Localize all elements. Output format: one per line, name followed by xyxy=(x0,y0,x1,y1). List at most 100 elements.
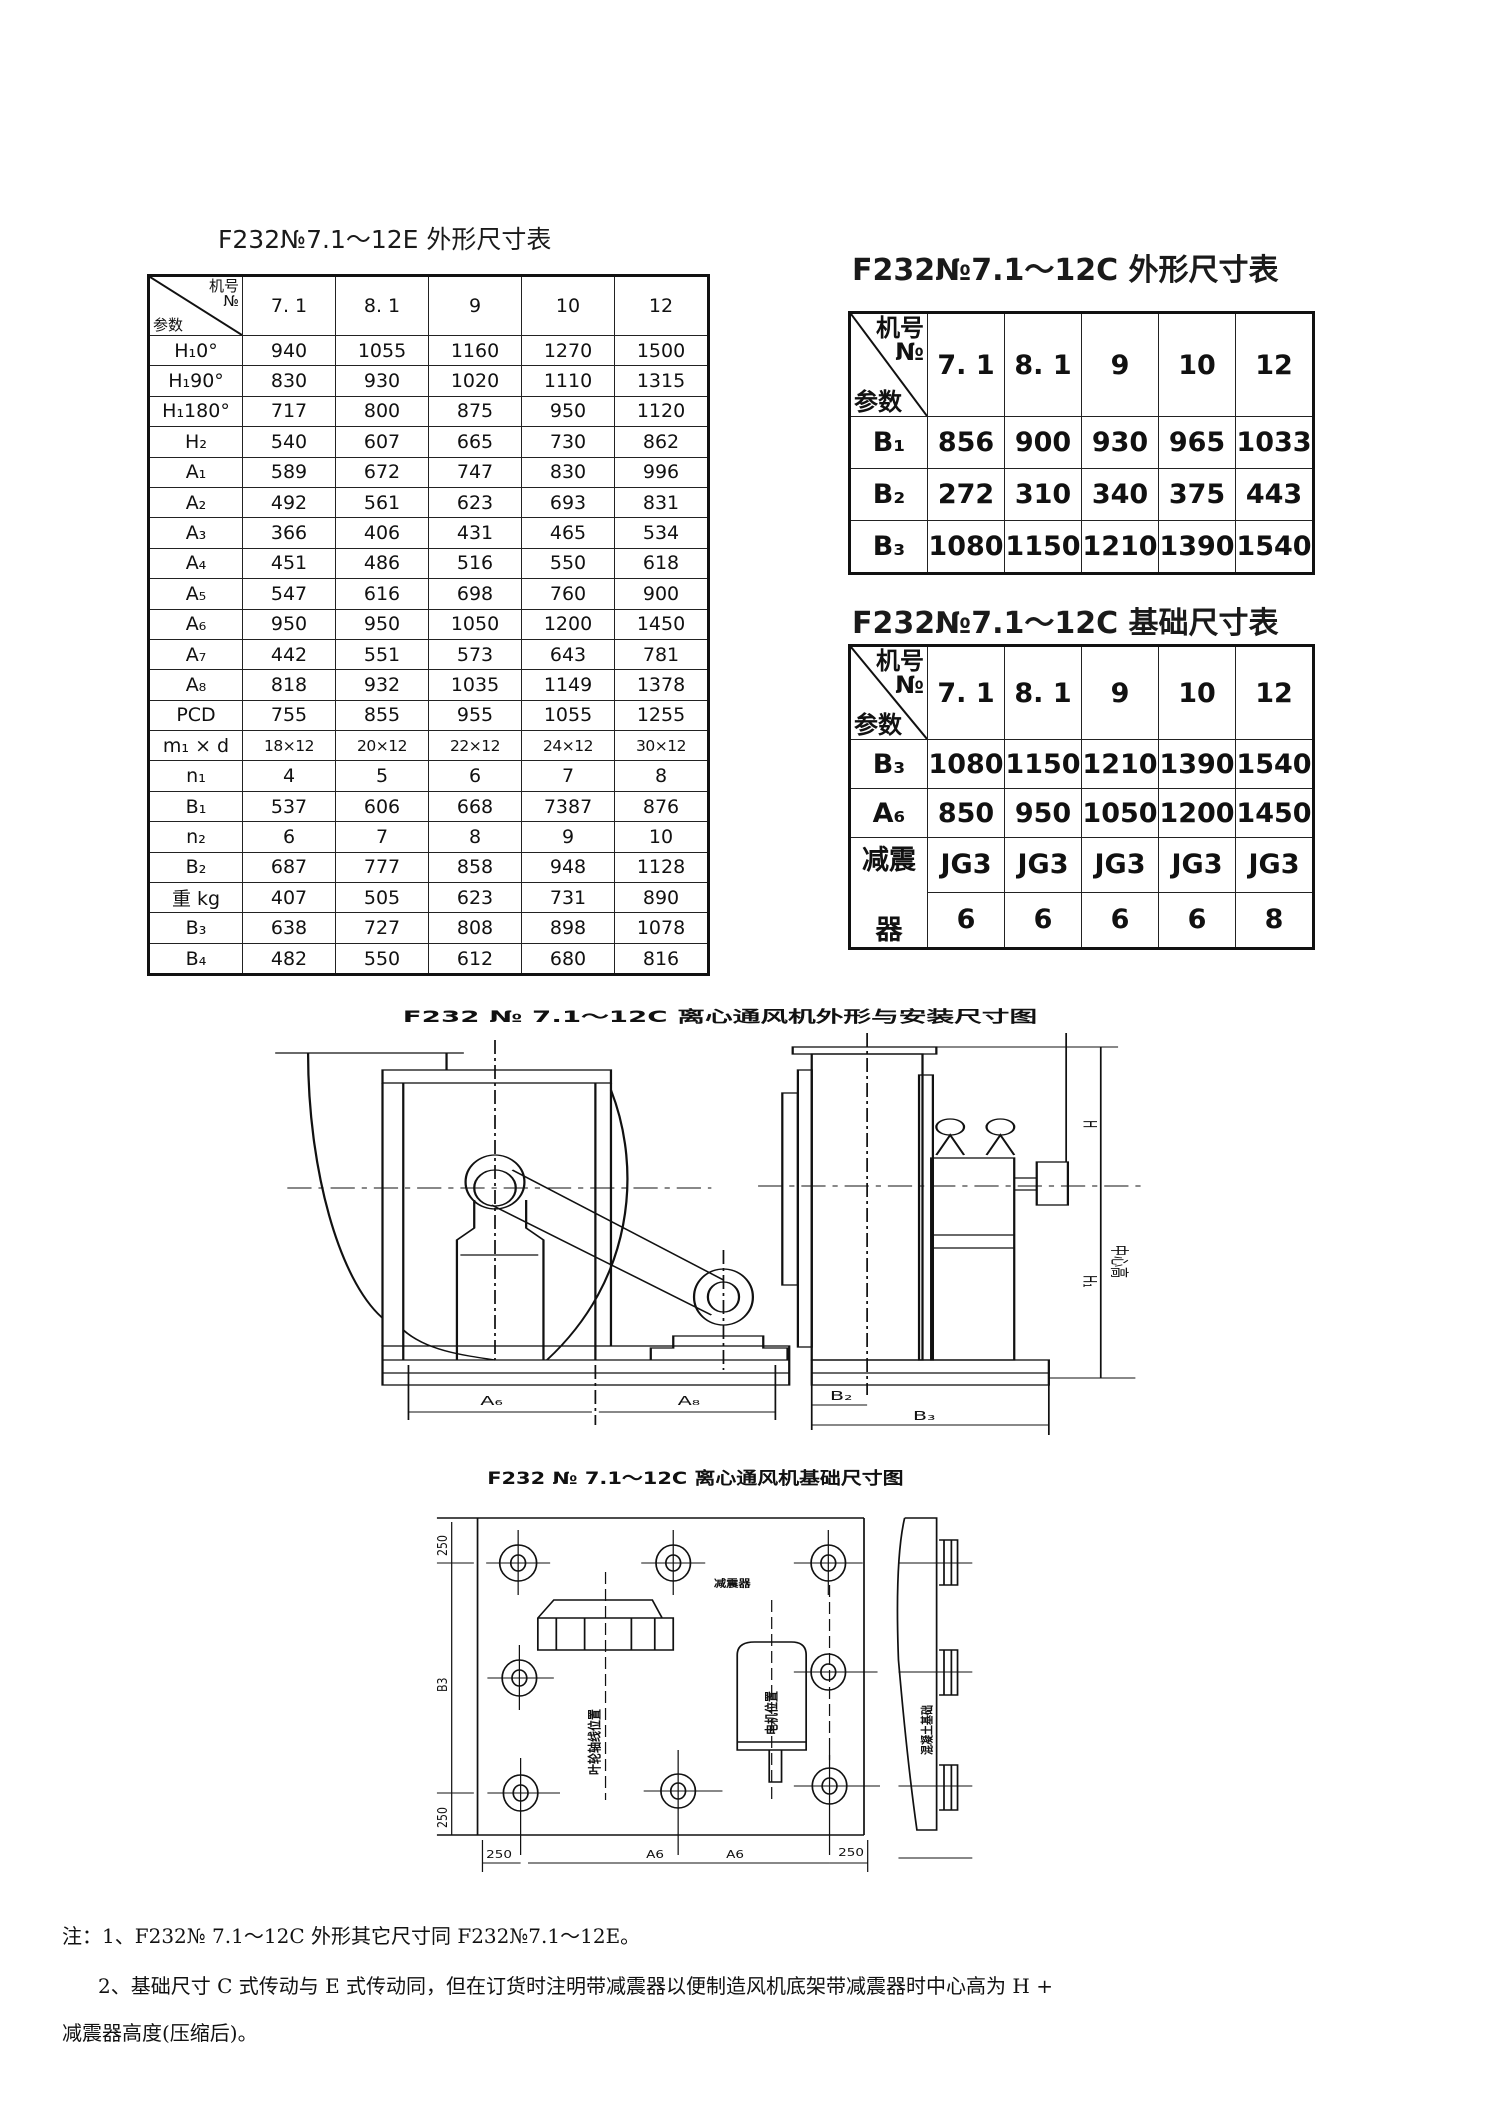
table-cell: 616 xyxy=(335,578,429,610)
table-cell: 831 xyxy=(614,486,709,519)
column-header: 12 xyxy=(1235,312,1314,417)
center-height-label: 中心高 xyxy=(1108,1245,1130,1278)
table-cell: 7 xyxy=(521,760,615,792)
row-label: H₁0° xyxy=(148,334,243,367)
foundation-drawing: F232 № 7.1～12C 离心通风机基础尺寸图 250 B3 xyxy=(435,1468,973,1872)
table-cell: 875 xyxy=(428,395,522,428)
table-cell: 561 xyxy=(335,486,429,519)
table-cell: 950 xyxy=(1004,788,1082,838)
table-cell: 808 xyxy=(428,912,522,944)
table-cell: 1270 xyxy=(521,334,615,367)
table-cell: 898 xyxy=(521,912,615,944)
table-cell: 731 xyxy=(521,882,615,914)
table-e-title: F232№7.1～12E 外形尺寸表 xyxy=(218,225,552,254)
table-cell: 4 xyxy=(242,760,336,792)
dim-b3-label: B₃ xyxy=(913,1409,936,1423)
table-cell: 1200 xyxy=(1158,788,1236,838)
row-label: B₃ xyxy=(849,739,928,789)
note-1: 注：1、F232№ 7.1～12C 外形其它尺寸同 F232№7.1～12E。 xyxy=(62,1924,641,1948)
table-cell: 537 xyxy=(242,790,336,823)
column-header: 9 xyxy=(1081,312,1159,417)
table-cell: 930 xyxy=(1081,416,1159,469)
row-label: H₂ xyxy=(148,426,243,458)
table-cell: 760 xyxy=(521,578,615,610)
table-cell: 965 xyxy=(1158,416,1236,469)
foundation-side-view xyxy=(896,1517,938,1831)
row-label: A₂ xyxy=(148,486,243,519)
table-cell: 876 xyxy=(614,790,709,823)
outline-installation-drawing: F232 № 7.1～12C 离心通风机外形与安装尺寸图 xyxy=(275,1007,1141,1435)
header-param: 参数 xyxy=(854,388,902,416)
table-cell: 856 xyxy=(927,416,1005,469)
table-cell: 1050 xyxy=(428,608,522,640)
row-label: A₄ xyxy=(148,547,243,580)
header-param: 参数 xyxy=(854,711,902,739)
row-label: H₁90° xyxy=(148,365,243,397)
table-cell: 1078 xyxy=(614,912,709,944)
table-cell: 1210 xyxy=(1081,739,1159,789)
table-cell: 747 xyxy=(428,456,522,488)
table-cell: 607 xyxy=(335,426,429,458)
motor-base xyxy=(649,1335,789,1360)
table-cell: 698 xyxy=(428,578,522,610)
table-cell: 606 xyxy=(335,790,429,823)
table-cell: 948 xyxy=(521,851,615,884)
damper-model-cell: JG3 xyxy=(1081,837,1159,893)
table-cell: 534 xyxy=(614,517,709,549)
row-label: A₃ xyxy=(148,517,243,549)
table-cell: 668 xyxy=(428,790,522,823)
table-cell: 375 xyxy=(1158,468,1236,521)
row-label: B₄ xyxy=(148,942,243,976)
table-cell: 830 xyxy=(521,456,615,488)
damper-model-cell: JG3 xyxy=(1158,837,1236,893)
table-cell: 955 xyxy=(428,699,522,732)
table-cell: 1055 xyxy=(335,334,429,367)
table-cell: 862 xyxy=(614,426,709,458)
column-header: 10 xyxy=(1158,645,1236,740)
drawing-outline-title: F232 № 7.1～12C 离心通风机外形与安装尺寸图 xyxy=(403,1007,1037,1026)
table-cell: 431 xyxy=(428,517,522,549)
table-cell: 547 xyxy=(242,578,336,610)
table-cell: 340 xyxy=(1081,468,1159,521)
table-cell: 818 xyxy=(242,669,336,701)
table-cell: 1210 xyxy=(1081,520,1159,574)
table-cell: 1450 xyxy=(614,608,709,640)
table-cell: 482 xyxy=(242,942,336,976)
table-cell: 1150 xyxy=(1004,520,1082,574)
table-cell: 781 xyxy=(614,638,709,671)
row-label: B₃ xyxy=(849,520,928,574)
table-cell: 643 xyxy=(521,638,615,671)
table-cell: 9 xyxy=(521,821,615,853)
note-2-line-1: 2、基础尺寸 C 式传动与 E 式传动同，但在订货时注明带减震器以便制造风机底架… xyxy=(98,1974,1053,1998)
damper-count-cell: 6 xyxy=(1081,891,1159,950)
table-cell: 1390 xyxy=(1158,739,1236,789)
table-cell: 1149 xyxy=(521,669,615,701)
table-cell: 10 xyxy=(614,821,709,853)
table-cell: 573 xyxy=(428,638,522,671)
damper-count-cell: 8 xyxy=(1235,891,1314,950)
dim-250-right: 250 xyxy=(838,1846,864,1858)
table-cell: 6 xyxy=(428,760,522,792)
row-label: A₅ xyxy=(148,578,243,610)
column-header: 7. 1 xyxy=(927,312,1005,417)
table-cell: 486 xyxy=(335,547,429,580)
table-cell: 1110 xyxy=(521,365,615,397)
table-cell: 1128 xyxy=(614,851,709,884)
table-cell: 816 xyxy=(614,942,709,976)
table-cell: 407 xyxy=(242,882,336,914)
